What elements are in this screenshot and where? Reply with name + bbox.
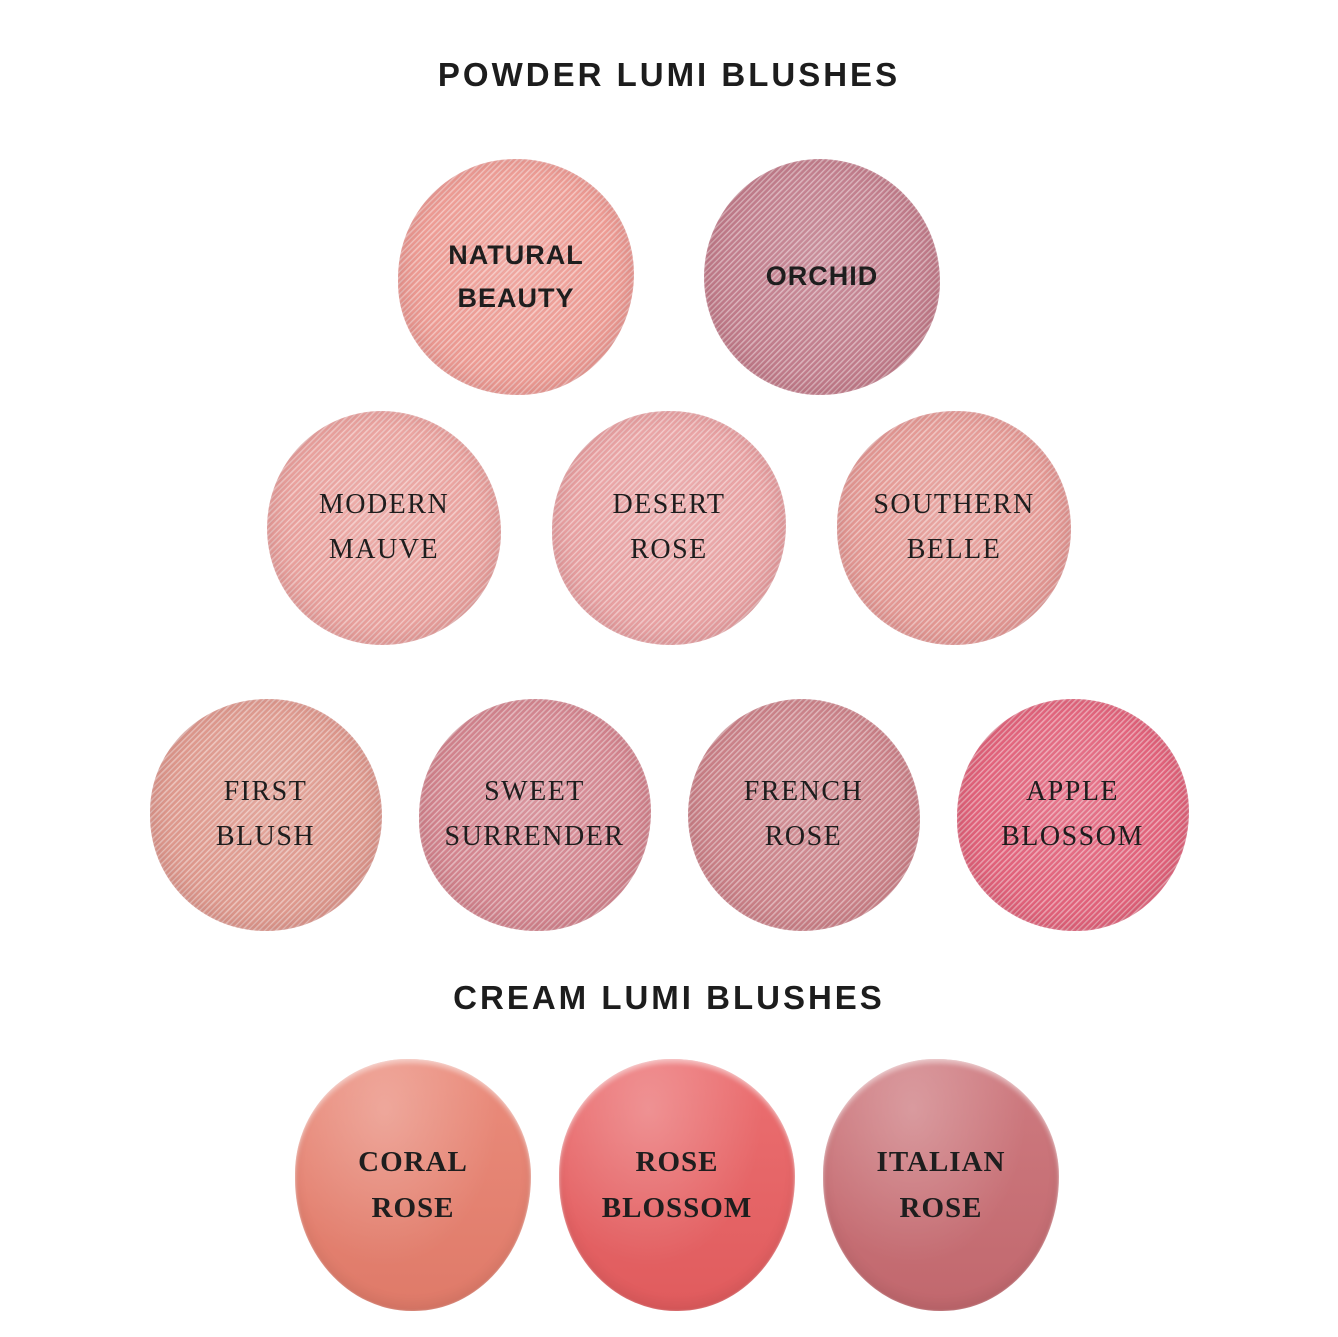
swatch-natural-beauty: NATURAL BEAUTY bbox=[398, 159, 634, 395]
cream-row: CORAL ROSE ROSE BLOSSOM ITALIAN ROSE bbox=[8, 1059, 1338, 1311]
swatch-label: NATURAL BEAUTY bbox=[448, 239, 584, 313]
swatch-label: MODERN MAUVE bbox=[318, 489, 450, 565]
cream-section-title: CREAM LUMI BLUSHES bbox=[453, 979, 885, 1016]
powder-row-1: NATURAL BEAUTY ORCHID bbox=[0, 159, 1338, 395]
powder-section-title: POWDER LUMI BLUSHES bbox=[437, 56, 901, 93]
swatch-sweet-surrender: SWEET SURRENDER bbox=[418, 699, 651, 931]
swatch-label: CORAL ROSE bbox=[358, 1145, 468, 1224]
swatch-label: ROSE BLOSSOM bbox=[601, 1145, 753, 1224]
swatch-italian-rose: ITALIAN ROSE bbox=[823, 1059, 1059, 1311]
swatch-rose-blossom: ROSE BLOSSOM bbox=[559, 1059, 795, 1311]
swatch-label: SOUTHERN BELLE bbox=[873, 489, 1035, 565]
swatch-coral-rose: CORAL ROSE bbox=[295, 1059, 531, 1311]
powder-row-3: FIRST BLUSH SWEET SURRENDER FRENCH ROSE … bbox=[0, 699, 1338, 931]
swatch-desert-rose: DESERT ROSE bbox=[552, 411, 786, 645]
swatch-label: FRENCH ROSE bbox=[743, 776, 864, 852]
swatch-apple-blossom: APPLE BLOSSOM bbox=[956, 699, 1189, 931]
swatch-label: ITALIAN ROSE bbox=[876, 1145, 1006, 1224]
swatch-label: ORCHID bbox=[765, 261, 879, 292]
swatch-label: DESERT ROSE bbox=[612, 489, 726, 565]
swatch-modern-mauve: MODERN MAUVE bbox=[267, 411, 501, 645]
powder-row-2: MODERN MAUVE DESERT ROSE SOUTHERN BELLE bbox=[0, 411, 1338, 645]
swatch-label: FIRST BLUSH bbox=[215, 776, 316, 852]
swatch-french-rose: FRENCH ROSE bbox=[687, 699, 920, 931]
swatch-label: SWEET SURRENDER bbox=[444, 776, 625, 852]
swatch-label: APPLE BLOSSOM bbox=[1001, 776, 1144, 852]
swatch-first-blush: FIRST BLUSH bbox=[149, 699, 382, 931]
swatch-orchid: ORCHID bbox=[704, 159, 940, 395]
swatch-southern-belle: SOUTHERN BELLE bbox=[837, 411, 1071, 645]
